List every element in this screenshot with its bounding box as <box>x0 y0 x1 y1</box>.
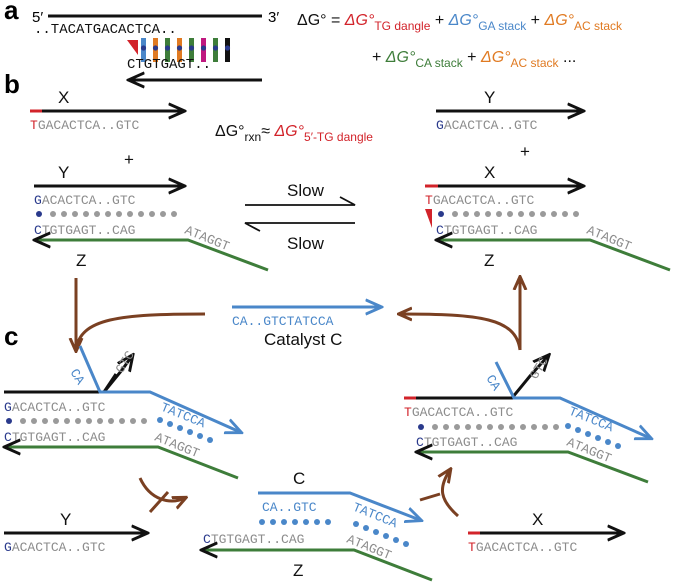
panel-a-bottom-sequence: CTGTGAGT.. <box>127 57 211 73</box>
panel-label-a: a <box>4 0 19 25</box>
cycle-arrow-catalyst-out <box>400 314 522 351</box>
gtc-label-right: GTC <box>527 354 552 382</box>
strand-z-left <box>36 240 269 272</box>
arrow-bind-x <box>442 470 459 518</box>
ca-label-left: CA <box>67 366 88 387</box>
label-y-left: Y <box>58 163 69 182</box>
catalyst-in-intermediate <box>258 491 420 520</box>
three-prime-label: 3′ <box>268 9 279 26</box>
forward-equilibrium-arrow <box>245 196 356 206</box>
strand-z-right <box>438 240 671 272</box>
panel-label-b: b <box>4 69 20 99</box>
free-energy-equation-line1: ΔG° = ΔG°TG dangle + ΔG°GA stack + ΔG°AC… <box>297 12 623 33</box>
y-in-complex-sequence: GACACTCA..GTC <box>4 400 106 415</box>
arrow-bind-x-branch <box>419 492 441 502</box>
y-right-sequence: GACACTCA..GTC <box>436 118 538 133</box>
ternary-complex-left: CA GTC GACACTCA..GTC TATCCA CTGTGAGT..CA… <box>4 345 240 480</box>
z-right-sequence: CTGTGAGT..CAG <box>436 223 537 238</box>
x-free-sequence: TGACACTCA..GTC <box>468 540 577 555</box>
strand-z-complex-left <box>6 447 239 480</box>
z-left-toehold: ATAGGT <box>183 223 232 255</box>
reaction-free-energy: ΔG°rxn≈ ΔG°5′-TG dangle <box>215 123 373 144</box>
z-in-complex-left-sequence: CTGTGAGT..CAG <box>4 430 105 445</box>
label-z-left: Z <box>76 251 86 270</box>
label-z-right: Z <box>484 251 494 270</box>
label-y-right: Y <box>484 88 495 107</box>
x-z-basepair-dots-right <box>438 211 579 217</box>
z-left-sequence: CTGTGAGT..CAG <box>34 223 135 238</box>
arrow-release-y-branch <box>148 490 170 514</box>
z-right-toehold: ATAGGT <box>585 223 634 255</box>
label-x-free: X <box>532 510 543 529</box>
x-in-complex-sequence: TGACACTCA..GTC <box>404 405 513 420</box>
y-z-basepair-dots-left <box>36 211 177 217</box>
z-toehold-left: ATAGGT <box>153 430 202 462</box>
free-energy-equation-line2: + ΔG°CA stack + ΔG°AC stack ... <box>372 49 576 70</box>
strand-y-tail <box>102 356 132 393</box>
gtc-label-left: GTC <box>113 348 138 376</box>
label-x-right: X <box>484 163 495 182</box>
tatcca-label-middle: TATCCA <box>351 500 400 532</box>
y-released-sequence: GACACTCA..GTC <box>4 540 106 555</box>
strand-z-complex-right <box>418 452 649 484</box>
x-right-sequence: TGACACTCA..GTC <box>425 193 534 208</box>
reverse-equilibrium-arrow <box>244 222 355 232</box>
label-z-intermediate: Z <box>293 561 303 580</box>
plus-left: + <box>124 150 134 169</box>
label-x-left: X <box>58 88 69 107</box>
catalyst-in-complex-right <box>494 361 650 438</box>
z-intermediate-sequence: CTGTGAGT..CAG <box>203 532 304 547</box>
panel-a-stack-bars <box>127 38 231 62</box>
label-y-released: Y <box>60 510 71 529</box>
c-z-basepair-dots <box>259 519 409 547</box>
slow-forward-label: Slow <box>287 181 325 200</box>
strand-z-intermediate <box>203 550 433 582</box>
panel-label-c: c <box>4 321 18 351</box>
ca-label-right: CA <box>483 372 504 393</box>
z-in-complex-right-sequence: CTGTGAGT..CAG <box>416 435 517 450</box>
dangle-wedge-right <box>425 209 432 228</box>
catalyst-label: Catalyst C <box>264 330 342 349</box>
panel-a-top-sequence: ..TACATGACACTCA.. <box>34 22 177 38</box>
c-intermediate-sequence: CA..GTC <box>262 500 317 515</box>
five-prime-label: 5′ <box>32 9 43 26</box>
strand-x-incomplex <box>416 356 548 400</box>
catalyst-in-complex-left <box>78 345 240 432</box>
cycle-arrow-catalyst-in <box>74 312 206 351</box>
ternary-complex-right: CA GTC TGACACTCA..GTC TATCCA CTGTGAGT..C… <box>404 354 650 484</box>
tatcca-label-right: TATCCA <box>567 404 616 436</box>
dangle-wedge <box>127 40 138 55</box>
catalyst-sequence: CA..GTCTATCCA <box>232 314 334 329</box>
tatcca-label-left: TATCCA <box>159 400 208 432</box>
label-c-intermediate: C <box>293 469 305 488</box>
y-left-sequence: GACACTCA..GTC <box>34 193 136 208</box>
x-left-sequence: TGACACTCA..GTC <box>30 118 139 133</box>
plus-right: + <box>520 142 530 161</box>
slow-reverse-label: Slow <box>287 234 325 253</box>
